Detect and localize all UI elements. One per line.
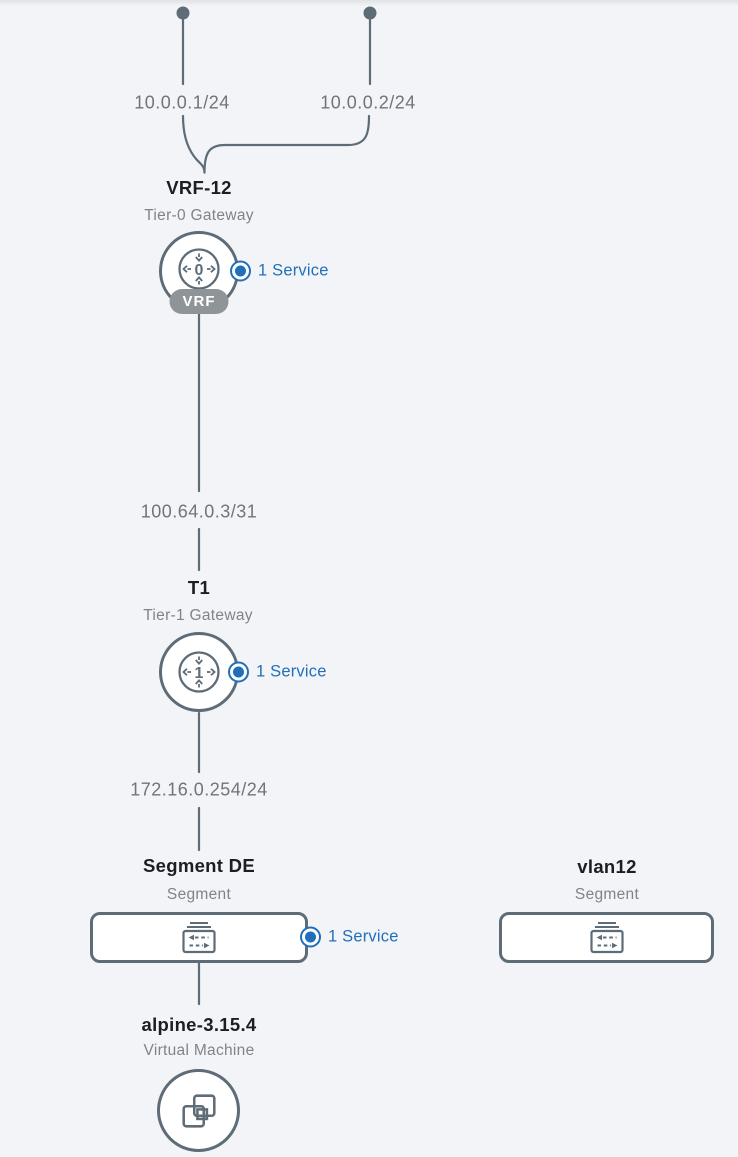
vlan12-node[interactable]	[499, 912, 714, 963]
t0-t1-link-ip-label: 100.64.0.3/31	[140, 501, 258, 522]
uplink-ip-label: 10.0.0.2/24	[320, 92, 416, 113]
service-badge-icon	[230, 260, 251, 282]
tier0-gateway-icon: 0	[178, 248, 220, 290]
segment-de-node[interactable]	[90, 912, 308, 963]
service-count-label: 1 Service	[256, 662, 327, 681]
t1-gateway-node[interactable]: 1	[159, 632, 239, 712]
service-badge-dot	[305, 931, 316, 943]
segment-de-service-chip[interactable]: 1 Service	[300, 926, 399, 948]
t0-gateway-node[interactable]: 0 VRF	[159, 231, 239, 314]
uplink-wire-1-lower	[181, 114, 206, 174]
t1-node-subtitle: Tier-1 Gateway	[143, 607, 253, 624]
t0-node-subtitle: Tier-0 Gateway	[144, 207, 254, 224]
t0-service-chip[interactable]: 1 Service	[230, 260, 329, 282]
t1-icon-digit: 1	[195, 665, 204, 682]
vlan12-node-subtitle: Segment	[574, 886, 640, 903]
service-count-label: 1 Service	[328, 927, 399, 946]
service-badge-dot	[233, 666, 244, 678]
virtual-machine-icon	[181, 1093, 216, 1128]
uplink-endpoint-dot	[363, 6, 377, 20]
vlan12-node-title: vlan12	[577, 856, 637, 877]
uplink-wire-2-lower	[203, 114, 371, 174]
t1-node-title: T1	[187, 577, 211, 598]
vm-node-title: alpine-3.15.4	[141, 1014, 257, 1035]
uplink-endpoint-dot	[176, 6, 190, 20]
t1-service-chip[interactable]: 1 Service	[228, 661, 327, 683]
vm-node[interactable]	[157, 1069, 240, 1152]
vm-node-subtitle: Virtual Machine	[143, 1042, 255, 1059]
segment-icon	[589, 921, 624, 953]
uplink-ip-label: 10.0.0.1/24	[134, 92, 230, 113]
service-badge-icon	[300, 926, 321, 948]
segment-de-node-subtitle: Segment	[166, 886, 232, 903]
service-badge-icon	[228, 661, 249, 683]
tier1-gateway-icon: 1	[178, 651, 220, 693]
t1-segment-link-ip-label: 172.16.0.254/24	[130, 779, 268, 800]
segment-de-node-title: Segment DE	[143, 855, 255, 876]
service-badge-dot	[235, 265, 246, 277]
segment-icon	[182, 921, 216, 953]
service-count-label: 1 Service	[258, 261, 329, 280]
vrf-badge: VRF	[169, 289, 229, 314]
t0-icon-digit: 0	[195, 262, 204, 279]
t0-node-title: VRF-12	[166, 177, 232, 198]
